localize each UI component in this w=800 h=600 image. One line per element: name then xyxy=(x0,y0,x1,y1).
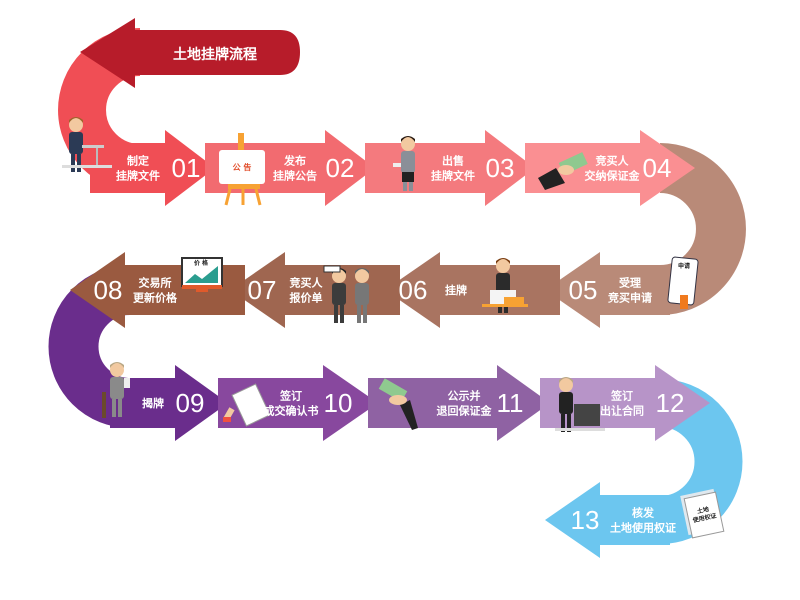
step-number: 09 xyxy=(176,388,205,418)
step-label: 竞买人 xyxy=(290,276,324,290)
step-label: 受理 xyxy=(619,276,641,290)
businessman-icon xyxy=(393,136,415,191)
step-label: 出售 xyxy=(442,154,464,168)
step-label: 公示并 xyxy=(448,389,481,403)
step-number: 06 xyxy=(399,275,428,305)
step-label: 报价单 xyxy=(290,291,323,305)
person-at-desk-icon xyxy=(62,117,112,172)
step-label: 竞买人 xyxy=(596,154,630,168)
step-label: 签订 xyxy=(279,389,302,403)
step-label: 制定 xyxy=(127,154,149,168)
step-label: 签订 xyxy=(610,389,633,403)
step-number: 05 xyxy=(569,275,598,305)
price-monitor-icon: 价 格 xyxy=(181,257,223,292)
step-label: 核发 xyxy=(632,506,655,520)
application-form-text: 申请 xyxy=(678,262,690,270)
step-arrow-13 xyxy=(545,482,670,558)
certificate-text: 土地 xyxy=(696,505,709,515)
page-title: 土地挂牌流程 xyxy=(173,46,257,63)
step-number: 04 xyxy=(643,153,672,183)
application-form-icon: 申请 xyxy=(667,256,699,309)
step-label: 挂牌 xyxy=(445,283,467,297)
step-arrow-06 xyxy=(385,252,560,328)
step-label: 成交确认书 xyxy=(264,404,319,418)
step-label: 出让合同 xyxy=(600,404,644,418)
notice-board-text: 公 告 xyxy=(233,162,252,172)
seated-person-icon xyxy=(102,362,130,418)
step-label: 交纳保证金 xyxy=(585,169,641,183)
price-monitor-text: 价 格 xyxy=(194,259,209,267)
step-label: 揭牌 xyxy=(142,396,164,410)
step-arrows xyxy=(70,130,710,558)
step-arrow-01 xyxy=(90,130,215,206)
step-number: 11 xyxy=(497,388,524,418)
step-number: 03 xyxy=(486,153,515,183)
step-number: 10 xyxy=(324,388,353,418)
step-number: 08 xyxy=(94,275,123,305)
step-label: 发布 xyxy=(283,154,306,168)
step-label: 挂牌文件 xyxy=(431,169,475,183)
step-arrow-09 xyxy=(110,365,228,441)
money-hand-icon xyxy=(538,152,588,190)
step-label: 土地使用权证 xyxy=(610,521,676,535)
certificate-icon: 土地使用权证 xyxy=(680,488,725,539)
signing-document-icon xyxy=(223,383,271,427)
step-label: 挂牌文件 xyxy=(116,169,160,183)
step-label: 竞买申请 xyxy=(608,291,652,305)
step-arrow-10 xyxy=(218,365,378,441)
step-label: 交易所 xyxy=(139,276,172,290)
step-arrow-04 xyxy=(525,130,695,206)
step-number: 07 xyxy=(248,275,277,305)
money-hand-icon xyxy=(378,378,418,430)
step-number: 12 xyxy=(656,388,685,418)
step-number: 02 xyxy=(326,153,355,183)
step-number: 13 xyxy=(571,505,600,535)
person-at-desk-icon xyxy=(555,377,605,432)
bidders-icon xyxy=(323,265,369,323)
title-banner: 土地挂牌流程 xyxy=(80,18,300,88)
step-arrow-05 xyxy=(545,252,670,328)
step-label: 挂牌公告 xyxy=(273,169,317,183)
step-label: 退回保证金 xyxy=(437,404,493,418)
person-at-laptop-icon xyxy=(482,258,528,313)
notice-board-icon: 公 告 xyxy=(219,133,265,206)
step-label: 更新价格 xyxy=(133,291,178,305)
title-banner-arrow xyxy=(80,18,300,88)
step-number: 01 xyxy=(172,153,201,183)
